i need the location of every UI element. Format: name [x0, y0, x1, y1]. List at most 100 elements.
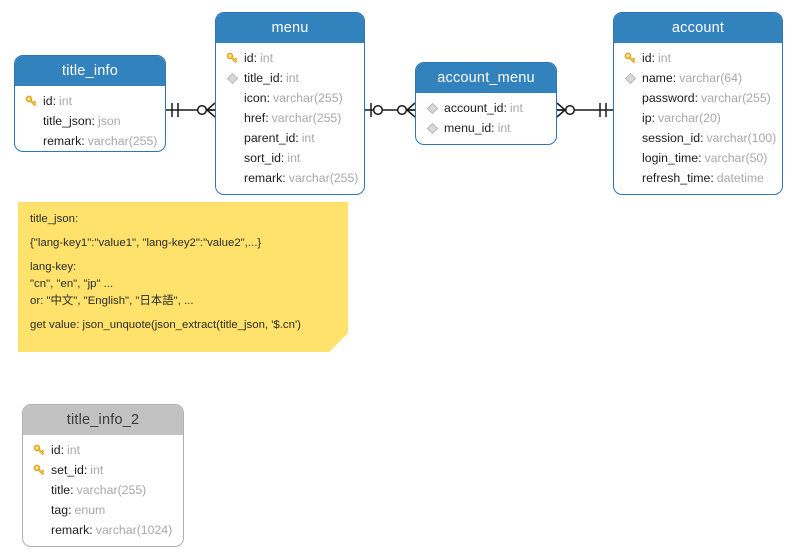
field-type: varchar(255) — [288, 171, 359, 185]
field-icon-none — [23, 133, 40, 149]
note-fold-corner — [329, 333, 348, 352]
field-type: int — [67, 443, 80, 457]
field-name: title_json — [43, 114, 92, 128]
field-row[interactable]: name:varchar(64) — [614, 68, 782, 88]
field-separator: : — [651, 111, 655, 125]
field-type: int — [497, 121, 511, 135]
field-name: remark — [244, 171, 283, 185]
field-separator: : — [83, 463, 88, 477]
note-line: {"lang-key1":"value1", "lang-key2":"valu… — [30, 237, 262, 249]
field-icon-none — [622, 150, 639, 166]
relationship-title-info-menu — [166, 102, 216, 118]
field-icon-none — [31, 522, 48, 538]
note-line: title_json: — [30, 213, 79, 225]
field-row[interactable]: login_time:varchar(50) — [614, 148, 782, 168]
foreign-key-diamond-icon — [622, 70, 639, 86]
field-row[interactable]: title:varchar(255) — [23, 480, 183, 500]
field-row[interactable]: title_json:json — [15, 111, 165, 131]
field-type: int — [285, 71, 299, 85]
note-text-block: title_json: {"lang-key1":"value1", "lang-… — [30, 211, 336, 334]
field-row[interactable]: parent_id:int — [216, 128, 364, 148]
field-row[interactable]: title_id:int — [216, 68, 364, 88]
note-line: lang-key: — [30, 261, 77, 273]
title-json-note[interactable]: title_json: {"lang-key1":"value1", "lang-… — [18, 202, 348, 352]
field-row[interactable]: remark:varchar(255) — [216, 168, 364, 188]
field-type: int — [287, 151, 301, 165]
field-name: title_id — [244, 71, 280, 85]
field-separator: : — [89, 523, 93, 537]
field-separator: : — [700, 131, 704, 145]
field-type: varchar(255) — [271, 111, 342, 125]
field-name: href — [244, 111, 266, 125]
field-name: session_id — [642, 131, 701, 145]
field-name: password — [642, 91, 695, 105]
field-type: datetime — [716, 171, 764, 185]
field-row[interactable]: set_id:int — [23, 460, 183, 480]
field-type: varchar(255) — [76, 483, 147, 497]
primary-key-icon — [622, 50, 639, 66]
field-row[interactable]: icon:varchar(255) — [216, 88, 364, 108]
entity-title-menu: menu — [216, 13, 364, 43]
primary-key-icon — [31, 442, 48, 458]
entity-title-account: account — [614, 13, 782, 43]
field-name: id — [244, 51, 254, 65]
field-name: icon — [244, 91, 267, 105]
field-name: parent_id — [244, 131, 296, 145]
field-name: set_id — [51, 463, 84, 477]
field-icon-none — [23, 113, 40, 129]
note-line: get value: json_unquote(json_extract(tit… — [30, 319, 301, 331]
field-name: sort_id — [244, 151, 281, 165]
field-separator: : — [651, 51, 655, 65]
relationship-menu-account-menu — [365, 102, 416, 118]
field-icon-none — [224, 170, 241, 186]
field-name: remark — [43, 134, 82, 148]
field-row[interactable]: id:int — [614, 48, 782, 68]
field-separator: : — [295, 131, 299, 145]
field-separator: : — [70, 483, 74, 497]
field-type: varchar(50) — [704, 151, 768, 165]
foreign-key-diamond-icon — [424, 120, 441, 136]
field-separator: : — [279, 71, 283, 85]
field-type: varchar(64) — [679, 71, 743, 85]
field-row[interactable]: ip:varchar(20) — [614, 108, 782, 128]
field-row[interactable]: sort_id:int — [216, 148, 364, 168]
field-name: refresh_time — [642, 171, 711, 185]
field-row[interactable]: remark:varchar(1024) — [23, 520, 183, 540]
foreign-key-diamond-icon — [424, 100, 441, 116]
field-icon-none — [224, 110, 241, 126]
field-type: varchar(1024) — [95, 523, 173, 537]
foreign-key-diamond-icon — [224, 70, 241, 86]
field-row[interactable]: account_id:int — [416, 98, 556, 118]
field-name: id — [51, 443, 61, 457]
field-separator: : — [68, 503, 72, 517]
field-type: enum — [74, 503, 106, 517]
field-row[interactable]: password:varchar(255) — [614, 88, 782, 108]
field-icon-none — [224, 130, 241, 146]
field-row[interactable]: href:varchar(255) — [216, 108, 364, 128]
field-type: int — [260, 51, 273, 65]
field-row[interactable]: id:int — [216, 48, 364, 68]
field-name: menu_id — [444, 121, 492, 135]
field-separator: : — [265, 111, 269, 125]
field-row[interactable]: id:int — [15, 91, 165, 111]
field-type: varchar(20) — [658, 111, 721, 125]
field-row[interactable]: tag:enum — [23, 500, 183, 520]
entity-title-account_menu: account_menu — [416, 63, 556, 93]
field-row[interactable]: id:int — [23, 440, 183, 460]
primary-key-icon — [224, 50, 241, 66]
field-row[interactable]: refresh_time:datetime — [614, 168, 782, 188]
field-row[interactable]: session_id:varchar(100) — [614, 128, 782, 148]
field-row[interactable]: menu_id:int — [416, 118, 556, 138]
field-row[interactable]: remark:varchar(255) — [15, 131, 165, 151]
field-type: int — [90, 463, 104, 477]
